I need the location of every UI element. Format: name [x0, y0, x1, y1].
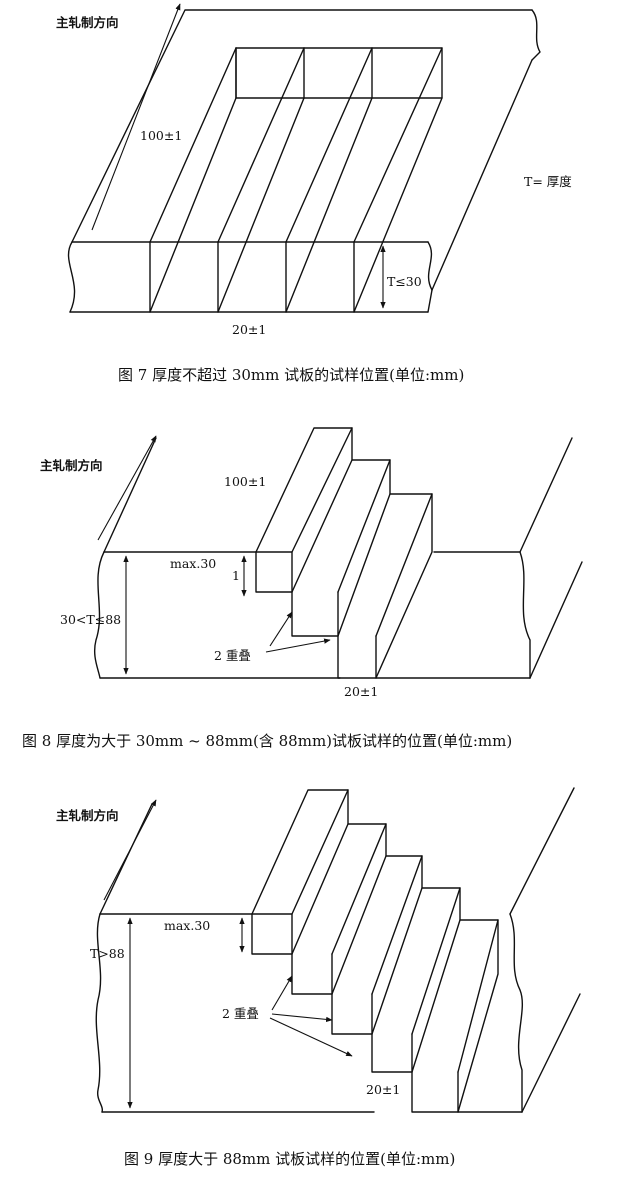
fig9-overlap-arrow-1	[271, 975, 293, 1011]
fig8-width-label: 20±1	[344, 684, 378, 699]
fig7-thickness-definition: T= 厚度	[524, 174, 572, 189]
fig8-caption: 图 8 厚度为大于 30mm ~ 88mm(含 88mm)试板试样的位置(单位:…	[22, 732, 512, 750]
fig8-overlap-label: 2 重叠	[214, 648, 251, 663]
fig8-thickness-label: 30<T≤88	[60, 612, 121, 627]
fig9-caption: 图 9 厚度大于 88mm 试板试样的位置(单位:mm)	[124, 1150, 455, 1168]
fig9-overlap-arrow-2	[271, 1013, 333, 1023]
figure-8: 主轧制方向 100±1 max.30 1 30<T≤88 2 重叠 20±1 图…	[22, 427, 583, 750]
fig9-rolling-direction-label: 主轧制方向	[56, 808, 119, 823]
fig7-specimens	[149, 47, 443, 313]
fig9-overlap-arrow-3	[269, 1017, 353, 1057]
fig9-width-label: 20±1	[366, 1082, 400, 1097]
figure-9: 主轧制方向 max.30 T>88 2 重叠 20±1 图 9 厚度大于 88m…	[56, 787, 581, 1168]
fig8-length-label: 100±1	[224, 474, 266, 489]
fig7-rolling-direction-arrow	[91, 3, 181, 231]
figure-7: 主轧制方向 100±1 T= 厚度 T≤30 20±1 图 7 厚度不超过 30…	[56, 3, 572, 384]
fig8-plate	[93, 437, 583, 679]
fig8-step-label: 1	[232, 568, 240, 583]
fig8-max-label: max.30	[170, 556, 216, 571]
fig9-rolling-direction-arrow	[103, 799, 157, 901]
fig7-thickness-label: T≤30	[387, 274, 422, 289]
fig9-specimens	[251, 789, 499, 1113]
fig9-plate	[95, 787, 581, 1113]
fig9-max-label: max.30	[164, 918, 210, 933]
fig7-plate	[67, 9, 541, 313]
fig7-caption: 图 7 厚度不超过 30mm 试板的试样位置(单位:mm)	[118, 366, 464, 384]
fig7-length-label: 100±1	[140, 128, 182, 143]
fig9-thickness-label: T>88	[90, 946, 125, 961]
fig8-rolling-direction-label: 主轧制方向	[40, 458, 103, 473]
fig8-overlap-arrow-1	[265, 638, 331, 653]
fig7-width-label: 20±1	[232, 322, 266, 337]
fig8-specimens	[255, 427, 433, 679]
fig9-overlap-label: 2 重叠	[222, 1006, 259, 1021]
fig8-rolling-direction-arrow	[97, 435, 157, 541]
fig7-rolling-direction-label: 主轧制方向	[56, 15, 119, 30]
fig8-overlap-arrow-2	[269, 611, 293, 647]
